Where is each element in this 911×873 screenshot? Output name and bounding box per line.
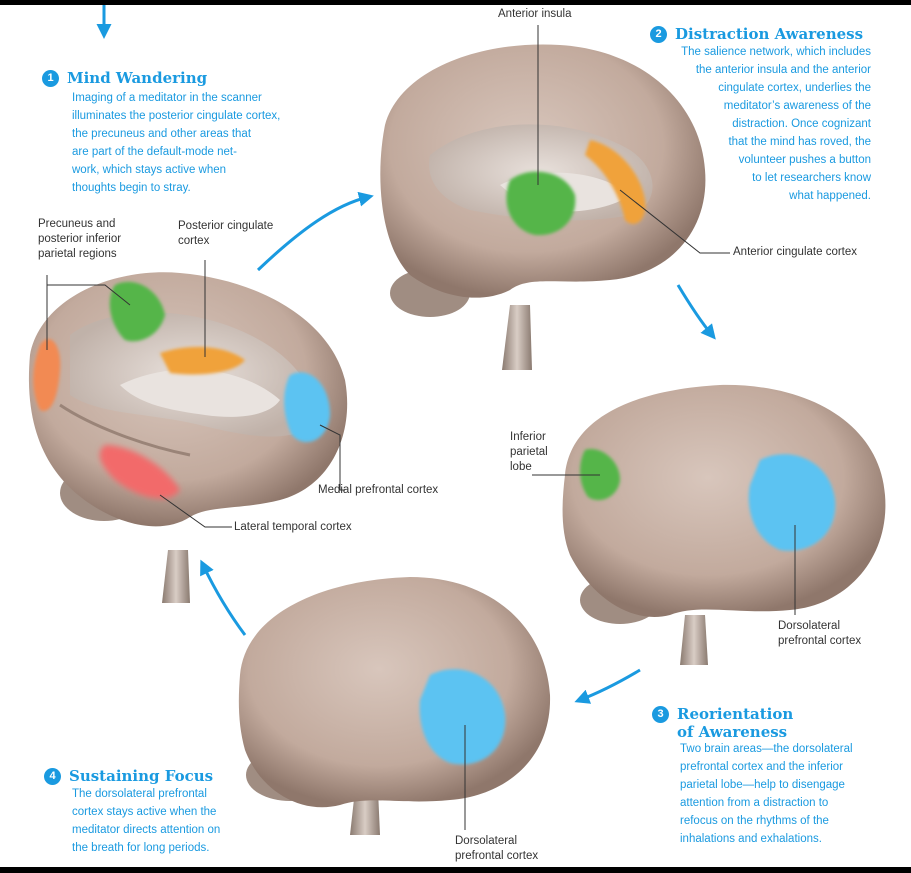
- step-1-header: 1 Mind Wandering: [42, 69, 207, 87]
- cycle-arrow-3-to-4: [574, 668, 641, 704]
- label-dlpfc-brain-4: Dorsolateral prefrontal cortex: [455, 835, 539, 862]
- step-4-number-badge: 4: [44, 768, 61, 785]
- step-1-body: Imaging of a meditator in the scanner il…: [72, 92, 281, 194]
- step-1-title: Mind Wandering: [67, 69, 208, 87]
- label-precuneus: Precuneus and posterior inferior parieta…: [38, 218, 122, 260]
- cycle-arrow-2-to-3: [676, 284, 716, 340]
- label-anterior-cingulate: Anterior cingulate cortex: [733, 246, 858, 258]
- brain-2-medial: [380, 44, 706, 370]
- brain-3-lateral: [562, 384, 886, 665]
- step-2-header: 2 Distraction Awareness: [650, 25, 863, 43]
- illustration-canvas: 1 Mind Wandering Imaging of a meditator …: [0, 5, 911, 867]
- cycle-arrow-1-to-2: [256, 191, 374, 272]
- step-4-header: 4 Sustaining Focus: [44, 767, 213, 785]
- label-lateral-temporal: Lateral temporal cortex: [234, 521, 352, 533]
- label-inferior-parietal: Inferior parietal lobe: [510, 431, 548, 473]
- label-medial-prefrontal: Medial prefrontal cortex: [318, 484, 439, 496]
- brain-1-medial: [28, 272, 348, 603]
- cycle-arrow-4-to-1: [200, 559, 247, 636]
- brain-4-lateral: [238, 577, 551, 835]
- step-1-number-badge: 1: [42, 70, 59, 87]
- step-3-body: Two brain areas—the dorsolateral prefron…: [680, 743, 853, 845]
- label-anterior-insula: Anterior insula: [498, 8, 572, 20]
- brain-illustration: [28, 5, 886, 835]
- step-3-header: 3 Reorientation of Awareness: [652, 705, 793, 741]
- step-2-number-badge: 2: [650, 26, 667, 43]
- step-3-number-badge: 3: [652, 706, 669, 723]
- step-4-title: Sustaining Focus: [69, 767, 214, 785]
- step-2-title: Distraction Awareness: [675, 25, 864, 43]
- label-dlpfc-brain-3: Dorsolateral prefrontal cortex: [778, 620, 862, 647]
- label-posterior-cingulate: Posterior cingulate cortex: [178, 220, 274, 247]
- step-3-title: Reorientation of Awareness: [677, 705, 794, 741]
- step-4-body: The dorsolateral prefrontal cortex stays…: [72, 788, 221, 854]
- step-2-body: The salience network, which includes the…: [681, 46, 871, 202]
- leader-lines: [46, 25, 796, 830]
